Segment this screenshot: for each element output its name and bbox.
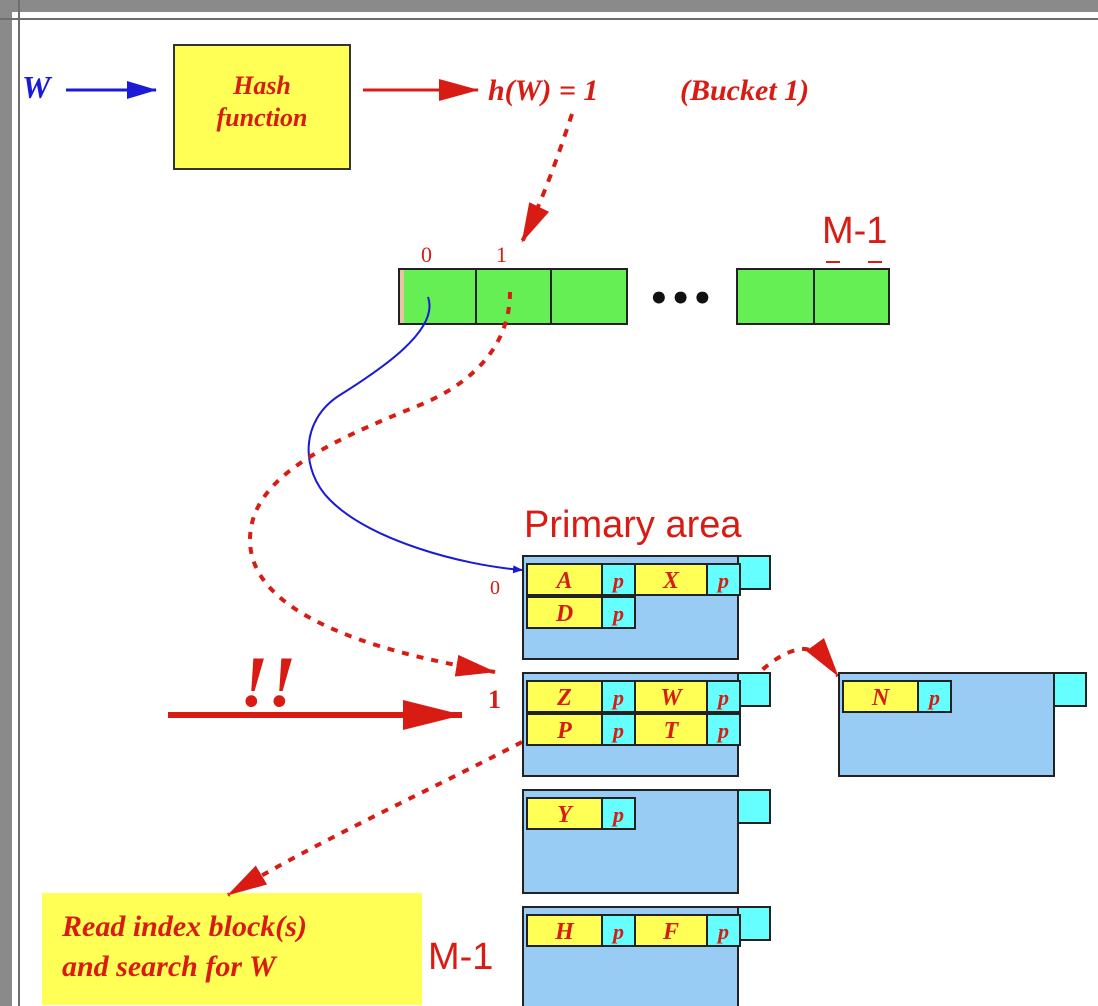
warning-mark: !! bbox=[240, 642, 296, 722]
block-m1-index: M-1 bbox=[428, 936, 493, 978]
primary-block-0-key-1-0: D bbox=[555, 601, 573, 627]
primary-block-1-pointer-1-1: p bbox=[611, 718, 624, 743]
directory-slot-1 bbox=[475, 268, 552, 325]
primary-block-2-key-0-0: Y bbox=[557, 802, 574, 828]
primary-block-3-cell-0-2 bbox=[634, 914, 708, 947]
primary-block-0-cell-1-0 bbox=[526, 596, 603, 629]
read-index-pointer bbox=[226, 740, 523, 897]
primary-block-1-cell-1-3 bbox=[706, 713, 741, 746]
primary-block-1-cell-0-3 bbox=[706, 680, 741, 713]
overflow-block-overflow-pointer-cell bbox=[1053, 672, 1087, 707]
primary-block-3-key-0-2: F bbox=[662, 919, 679, 945]
primary-block-1-key-0-2: W bbox=[660, 685, 683, 711]
primary-block-1-cell-0-1 bbox=[601, 680, 636, 713]
overflow-pointer bbox=[750, 637, 840, 682]
primary-block-0-overflow-pointer-cell bbox=[737, 555, 771, 590]
directory-slot-m2 bbox=[736, 268, 815, 325]
hash-result: h(W) = 1 bbox=[488, 74, 598, 107]
overflow-block-cell-0-1 bbox=[917, 680, 952, 713]
primary-block-3-pointer-0-1: p bbox=[611, 919, 624, 944]
hash-function-line1: Hash bbox=[233, 71, 291, 100]
primary-block-1-pointer-0-3: p bbox=[716, 685, 729, 710]
input-key-label: W bbox=[22, 69, 53, 105]
primary-block-2-cell-0-0 bbox=[526, 797, 603, 830]
primary-block-2-pointer-0-1: p bbox=[611, 802, 624, 827]
directory-slot-m1 bbox=[813, 268, 890, 325]
primary-block-1-cell-1-1 bbox=[601, 713, 636, 746]
primary-block-0-pointer-1-1: p bbox=[611, 601, 624, 626]
primary-block-0-cell-1-1 bbox=[601, 596, 636, 629]
read-index-note: Read index block(s) and search for W bbox=[42, 893, 422, 1005]
primary-block-0-pointer-0-3: p bbox=[716, 568, 729, 593]
primary-block-1-pointer-1-3: p bbox=[716, 718, 729, 743]
hash-function-box: Hash function bbox=[173, 44, 351, 170]
primary-block-3-overflow-pointer-cell bbox=[737, 906, 771, 941]
primary-block-3-cell-0-3 bbox=[706, 914, 741, 947]
primary-block-1-key-1-0: P bbox=[556, 718, 572, 744]
slot1-pointer-curve bbox=[247, 291, 512, 677]
slot0-pointer-curve bbox=[307, 296, 523, 574]
primary-block-1-key-0-0: Z bbox=[556, 685, 572, 711]
primary-block-2-cell-0-1 bbox=[601, 797, 636, 830]
primary-block-0-cell-0-2 bbox=[634, 563, 708, 596]
primary-block-1-cell-0-2 bbox=[634, 680, 708, 713]
primary-area-label: Primary area bbox=[524, 504, 742, 546]
frame-rule-top bbox=[0, 18, 1098, 20]
primary-block-0-key-0-2: X bbox=[662, 568, 680, 594]
hash-to-slot-arrow bbox=[520, 113, 574, 243]
primary-block-1-pointer-0-1: p bbox=[611, 685, 624, 710]
frame-rule-left bbox=[18, 0, 20, 1006]
overflow-block-pointer-0-1: p bbox=[927, 685, 940, 710]
primary-block-1-cell-1-2 bbox=[634, 713, 708, 746]
primary-block-1-cell-0-0 bbox=[526, 680, 603, 713]
block-0-index: 0 bbox=[490, 577, 500, 599]
overflow-block-key-0-0: N bbox=[871, 685, 891, 711]
directory-ellipsis: ••• bbox=[648, 279, 713, 319]
read-note-line2: and search for W bbox=[62, 950, 276, 983]
primary-block-2-overflow-pointer-cell bbox=[737, 789, 771, 824]
primary-block-1-key-1-2: T bbox=[664, 718, 680, 744]
primary-block-0-cell-0-3 bbox=[706, 563, 741, 596]
overflow-block-cell-0-0 bbox=[842, 680, 919, 713]
read-note-line1: Read index block(s) bbox=[62, 910, 307, 943]
directory-slot-0 bbox=[398, 268, 477, 325]
block-1-index: 1 bbox=[488, 685, 501, 714]
directory-index-1: 1 bbox=[496, 242, 507, 267]
primary-block-0-cell-0-0 bbox=[526, 563, 603, 596]
directory-slot-2 bbox=[550, 268, 628, 325]
primary-block-3-pointer-0-3: p bbox=[716, 919, 729, 944]
bucket-note: (Bucket 1) bbox=[680, 74, 809, 107]
primary-block-0-key-0-0: A bbox=[554, 568, 572, 594]
hash-function-line2: function bbox=[216, 103, 308, 132]
directory-last-label: M-1 bbox=[822, 210, 887, 252]
directory-index-0: 0 bbox=[421, 242, 432, 267]
primary-block-3-key-0-0: H bbox=[554, 919, 575, 945]
primary-block-1-overflow-pointer-cell bbox=[737, 672, 771, 707]
primary-block-0-pointer-0-1: p bbox=[611, 568, 624, 593]
